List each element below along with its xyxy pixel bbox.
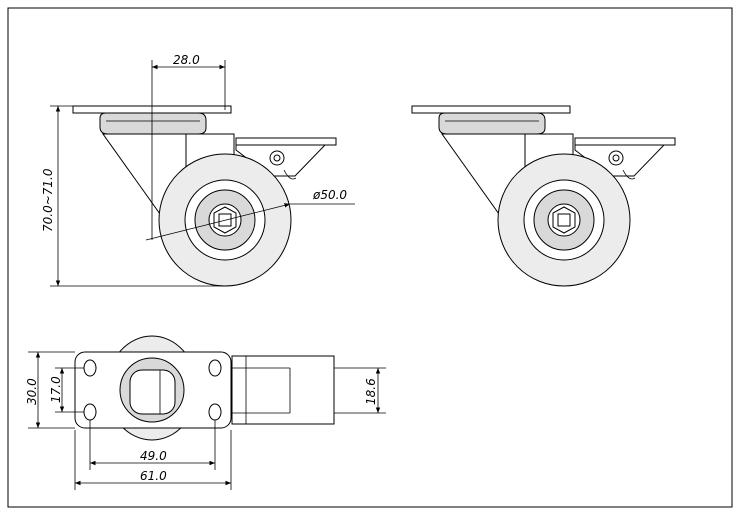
bolt-hole xyxy=(83,403,97,421)
bearing-housing xyxy=(99,112,207,135)
brake-block-plan xyxy=(231,355,335,425)
dim-bolt-spacing-long: 49.0 xyxy=(140,449,167,463)
dim-wheel-diameter: ø50.0 xyxy=(312,188,347,202)
side-view-right xyxy=(411,105,676,287)
bolt-hole xyxy=(208,403,222,421)
side-view-left xyxy=(50,60,355,287)
dim-plate-length: 61.0 xyxy=(140,469,167,483)
dim-height-range: 70.0~71.0 xyxy=(41,168,55,232)
brake-pedal xyxy=(235,137,337,146)
bolt-hole xyxy=(83,359,97,377)
plan-view xyxy=(28,335,386,490)
drawing-border xyxy=(7,7,733,508)
dim-brake-width: 18.6 xyxy=(364,378,378,405)
dim-plate-width: 30.0 xyxy=(25,378,39,405)
dim-bolt-spacing-short: 17.0 xyxy=(49,376,63,403)
dim-top-offset: 28.0 xyxy=(173,53,200,67)
bolt-hole xyxy=(208,359,222,377)
